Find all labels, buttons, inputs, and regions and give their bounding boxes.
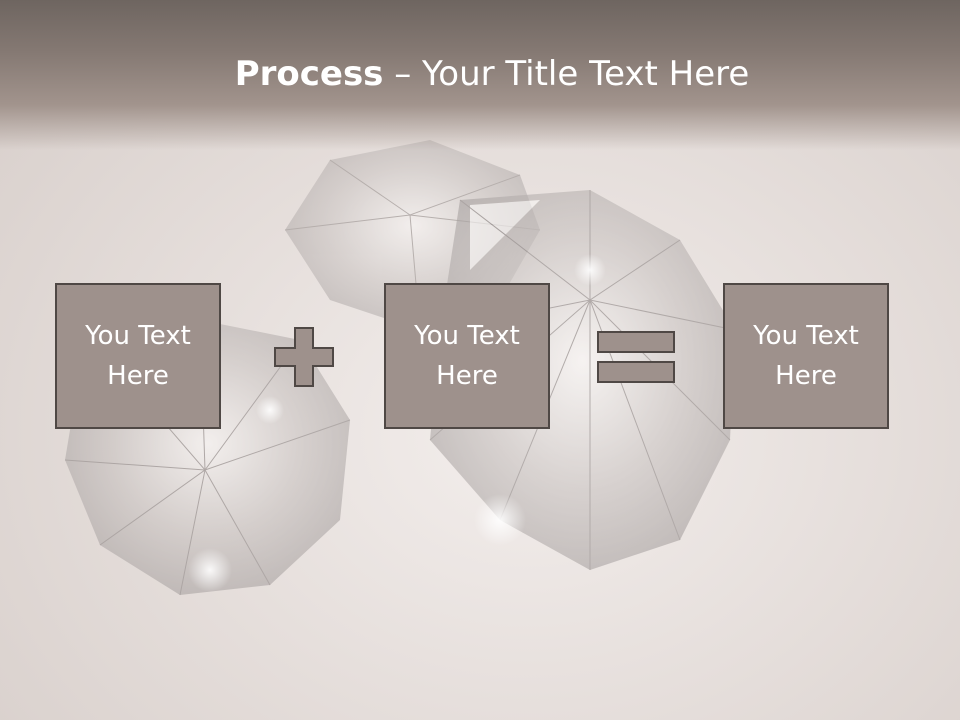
box-2-line-2: Here xyxy=(436,361,498,391)
plus-icon xyxy=(274,327,334,387)
slide-title[interactable]: Process – Your Title Text Here xyxy=(0,52,960,96)
equals-icon xyxy=(597,331,675,383)
box-1-line-1: You Text xyxy=(85,321,191,351)
title-bold: Process xyxy=(234,54,384,94)
box-3-line-1: You Text xyxy=(753,321,859,351)
box-2-line-1: You Text xyxy=(414,321,520,351)
title-rest: – Your Title Text Here xyxy=(383,54,750,94)
box-1-line-2: Here xyxy=(107,361,169,391)
title-band xyxy=(0,0,960,150)
box-3-line-2: Here xyxy=(775,361,837,391)
